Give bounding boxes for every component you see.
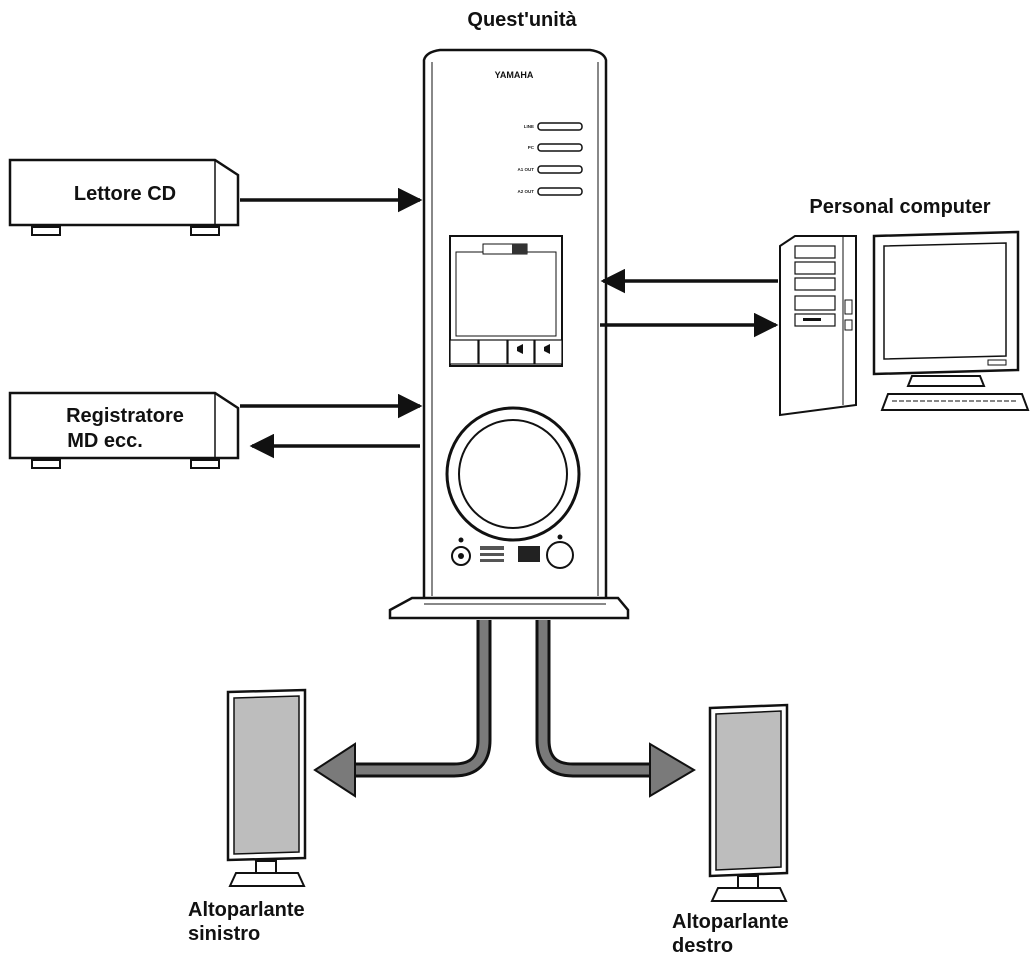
main-unit: YAMAHA LINE PC A1 OUT A2 OUT	[388, 48, 630, 620]
input-label-a1: A1 OUT	[517, 167, 534, 172]
pc-label: Personal computer	[809, 196, 990, 218]
brand-logo: YAMAHA	[495, 70, 534, 80]
speaker-right: Altoparlante destro	[672, 703, 789, 957]
recorder-label-line1: Registratore	[66, 405, 184, 427]
cable-left-arrowhead	[313, 742, 356, 798]
volume-up-icon	[544, 344, 550, 354]
format-logos-icon	[480, 546, 540, 562]
input-button-a1	[537, 165, 583, 174]
speaker-cables	[313, 620, 696, 798]
input-button-a2	[537, 187, 583, 196]
cd-player-device: Lettore CD	[8, 158, 240, 236]
pc-keyboard	[880, 393, 1030, 411]
input-label-a2: A2 OUT	[517, 189, 534, 194]
input-label-pc: PC	[528, 145, 535, 150]
speaker-right-label-line1: Altoparlante	[672, 911, 789, 933]
speaker-right-label-line2: destro	[672, 935, 733, 957]
cable-right-arrowhead	[649, 742, 696, 798]
speaker-left-label-line2: sinistro	[188, 923, 260, 945]
pc-monitor	[872, 230, 1020, 387]
cd-player-label: Lettore CD	[74, 183, 176, 205]
power-button-icon	[546, 541, 574, 569]
input-buttons: LINE PC A1 OUT A2 OUT	[517, 122, 583, 196]
md-recorder-device: Registratore MD ecc.	[8, 391, 240, 469]
input-button-line	[537, 122, 583, 131]
volume-down-icon	[517, 344, 523, 354]
unit-stand	[388, 596, 630, 620]
input-button-pc	[537, 143, 583, 152]
unit-title-label: Quest'unità	[467, 9, 577, 31]
input-label-line: LINE	[524, 124, 534, 129]
recorder-label-line2: MD ecc.	[67, 430, 143, 452]
speaker-left: Altoparlante sinistro	[188, 688, 307, 945]
pc-tower	[779, 235, 857, 417]
speaker-left-label-line1: Altoparlante	[188, 899, 305, 921]
panel-buttons	[449, 339, 563, 365]
